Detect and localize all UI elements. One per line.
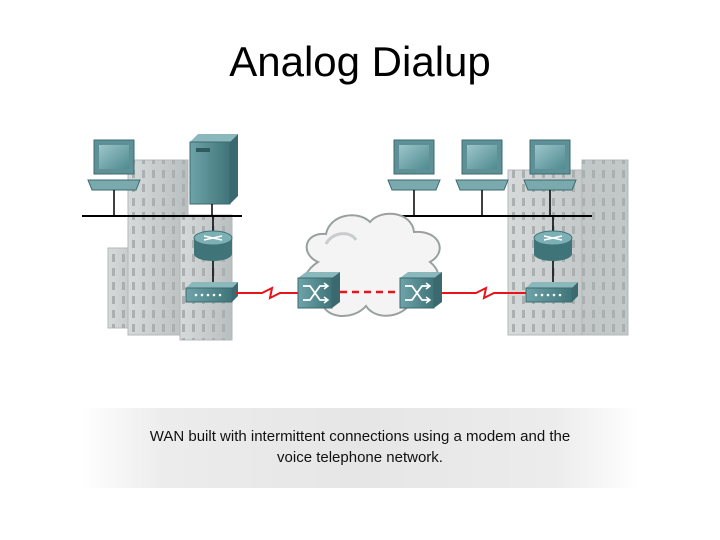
wan-switch-icon [297, 272, 340, 309]
caption: WAN built with intermittent connections … [80, 426, 640, 468]
left-building-icon [107, 159, 233, 341]
caption-line-2: voice telephone network. [277, 449, 443, 466]
modem-icon [525, 282, 578, 303]
right-dialup-link [438, 286, 526, 300]
modem-icon [185, 282, 238, 303]
wan-switch-icon [399, 272, 442, 309]
slide-title: Analog Dialup [229, 38, 491, 85]
workstation-icon [87, 139, 141, 216]
workstation-icon [455, 139, 509, 216]
server-icon [189, 134, 238, 216]
caption-line-1: WAN built with intermittent connections … [149, 428, 571, 445]
left-dialup-link [236, 286, 300, 300]
workstation-icon [387, 139, 441, 216]
router-icon [533, 216, 573, 282]
caption-band [80, 408, 640, 488]
router-icon [193, 216, 233, 282]
workstation-icon [523, 139, 577, 216]
